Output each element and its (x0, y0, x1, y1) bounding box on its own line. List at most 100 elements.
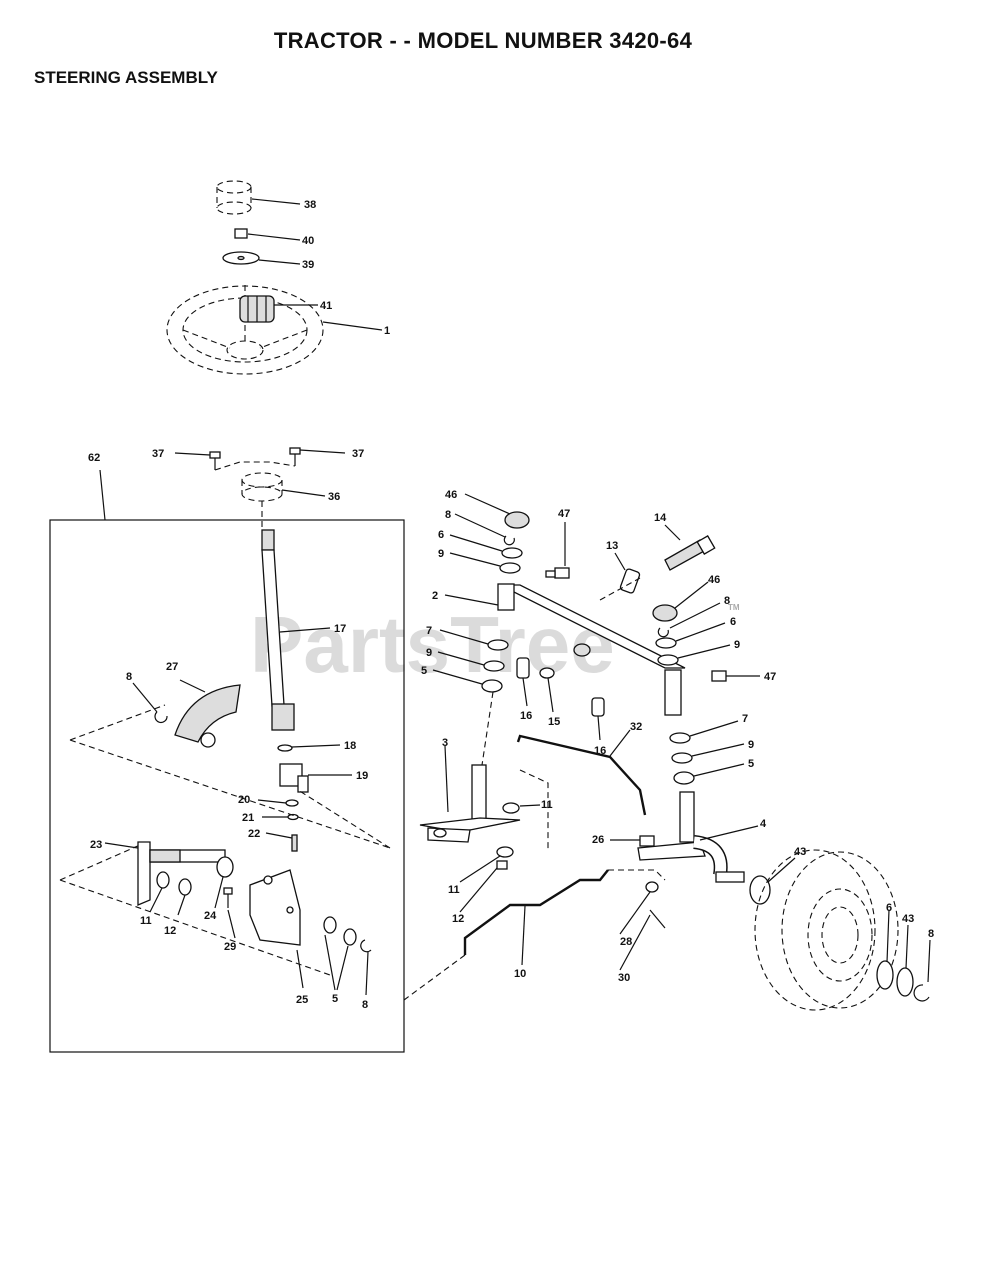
part-32-tie-rod[interactable] (516, 734, 647, 816)
part-40-nut[interactable] (234, 228, 248, 239)
part-30-pin[interactable] (649, 909, 666, 929)
part-8-clip-gear[interactable] (154, 711, 168, 724)
part-5-washer-right[interactable] (673, 771, 695, 785)
callout-14: 14 (654, 512, 667, 524)
part-18-washer[interactable] (277, 744, 293, 752)
callout-13: 13 (606, 540, 618, 552)
callout-30: 30 (618, 972, 630, 984)
callout-28: 28 (620, 936, 632, 948)
part-12-nut-spindle[interactable] (496, 860, 508, 870)
part-6-washer-wheel[interactable] (876, 960, 894, 990)
part-8-clip-right-spindle[interactable] (657, 627, 669, 638)
callout-7-right: 7 (742, 713, 748, 725)
part-7-washer-right[interactable] (669, 732, 691, 744)
part-27-sector-gear[interactable] (174, 684, 241, 748)
part-37-screw-right[interactable] (289, 447, 301, 466)
callout-10: 10 (514, 968, 526, 980)
callout-21: 21 (242, 812, 254, 824)
callout-labels: 38 40 39 1 41 37 37 62 36 17 27 8 18 19 … (88, 199, 934, 1011)
callout-5-bracket: 5 (332, 993, 338, 1005)
part-6-washer-right[interactable] (655, 637, 677, 649)
callout-17: 17 (334, 623, 346, 635)
part-9-washer-left-mid[interactable] (483, 660, 505, 672)
part-10-drag-link[interactable] (463, 869, 609, 955)
callout-9-right-top: 9 (734, 639, 740, 651)
callout-6-right: 6 (730, 616, 736, 628)
part-47-fitting-right[interactable] (711, 670, 727, 682)
part-11-washer-lower[interactable] (496, 846, 514, 858)
part-14-bolt[interactable] (664, 535, 716, 571)
part-16-bushing-left[interactable] (516, 657, 530, 679)
callout-5-left: 5 (421, 665, 427, 677)
part-2-axle[interactable] (497, 583, 686, 716)
callout-8-wheel: 8 (928, 928, 934, 940)
part-36-bushing[interactable] (241, 472, 283, 502)
part-24-bushing[interactable] (216, 856, 234, 878)
callout-37-right: 37 (352, 448, 364, 460)
part-3-left-spindle[interactable] (419, 764, 521, 843)
part-41-hub[interactable] (239, 295, 275, 323)
part-37-screw-left[interactable] (209, 451, 221, 470)
part-46-cap-right[interactable] (652, 604, 678, 622)
part-26-nut[interactable] (639, 835, 655, 847)
callout-8-right-spindle: 8 (724, 595, 730, 607)
callout-8-gear: 8 (126, 671, 132, 683)
part-28-washer[interactable] (645, 881, 659, 893)
callout-16-left: 16 (520, 710, 532, 722)
part-22-bolt[interactable] (291, 834, 298, 852)
part-39-washer[interactable] (222, 251, 260, 265)
part-12-nut-left[interactable] (178, 878, 192, 896)
part-5-washer-left-bottom[interactable] (481, 679, 503, 693)
callout-41: 41 (320, 300, 332, 312)
callout-5-right: 5 (748, 758, 754, 770)
part-7-washer-left[interactable] (487, 639, 509, 651)
callout-32: 32 (630, 721, 642, 733)
part-16-bushing-right[interactable] (591, 697, 605, 717)
callout-27: 27 (166, 661, 178, 673)
part-46-cap-left[interactable] (504, 511, 530, 529)
part-19-housing[interactable] (279, 763, 309, 793)
part-5-washers-left[interactable] (323, 916, 357, 946)
part-8-clip-bracket[interactable] (360, 939, 372, 953)
callout-47-left: 47 (558, 508, 570, 520)
callout-43-inner: 43 (794, 846, 806, 858)
part-9-washer-right-bottom[interactable] (671, 752, 693, 764)
section-title: STEERING ASSEMBLY (34, 68, 218, 87)
part-8-clip-wheel[interactable] (913, 984, 930, 1002)
callout-9-left-mid: 9 (426, 647, 432, 659)
callout-23: 23 (90, 839, 102, 851)
part-43-washer-outer[interactable] (896, 967, 914, 997)
callout-18: 18 (344, 740, 356, 752)
callout-29: 29 (224, 941, 236, 953)
part-15-nut[interactable] (539, 667, 555, 679)
callout-46-right: 46 (708, 574, 720, 586)
callout-47-right: 47 (764, 671, 776, 683)
part-29-bolt[interactable] (223, 887, 233, 908)
part-23-bracket[interactable] (137, 841, 226, 906)
callout-2: 2 (432, 590, 438, 602)
part-8-clip-left-spindle[interactable] (503, 535, 515, 546)
part-47-fitting-left[interactable] (545, 567, 570, 579)
callout-19: 19 (356, 770, 368, 782)
callout-25: 25 (296, 994, 308, 1006)
part-6-washer-left[interactable] (501, 547, 523, 559)
callout-12-spindle: 12 (452, 913, 464, 925)
part-38-cap[interactable] (216, 180, 252, 215)
part-4-right-spindle[interactable] (637, 791, 745, 883)
wheel-tire[interactable] (754, 849, 899, 1011)
part-11-washer-left[interactable] (156, 871, 170, 889)
callout-40: 40 (302, 235, 314, 247)
part-9-washer-right-top[interactable] (657, 654, 679, 666)
part-25-mount-bracket[interactable] (249, 869, 301, 946)
part-43-washer-inner[interactable] (749, 875, 771, 905)
part-9-washer-left-top[interactable] (499, 562, 521, 574)
part-17-steering-shaft[interactable] (261, 529, 295, 731)
callout-6-left: 6 (438, 529, 444, 541)
page-title: TRACTOR - - MODEL NUMBER 3420-64 (273, 28, 693, 53)
callout-22: 22 (248, 828, 260, 840)
callout-4: 4 (760, 818, 767, 830)
part-13-spacer[interactable] (619, 568, 641, 594)
part-11-washer-upper[interactable] (502, 802, 520, 814)
part-20-nut[interactable] (285, 799, 299, 807)
